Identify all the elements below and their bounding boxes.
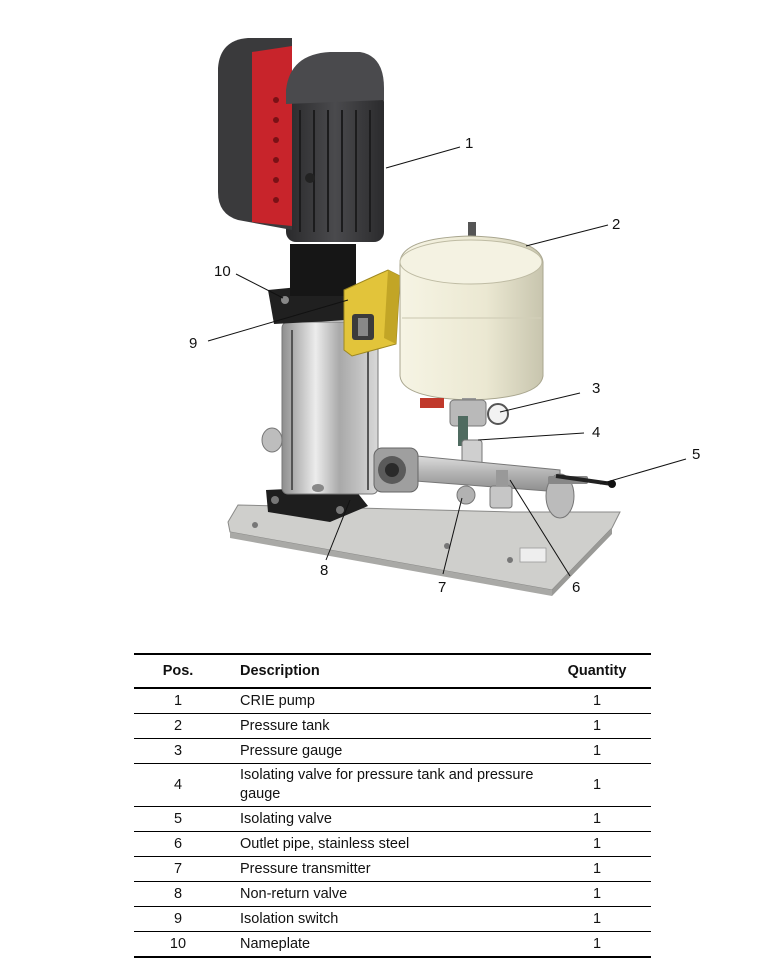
column-header-pos: Pos. xyxy=(162,663,194,679)
row-pos: 3 xyxy=(173,742,183,759)
row-description: Isolating valve xyxy=(240,810,332,827)
base-plate xyxy=(227,504,621,596)
table-header-row: Pos. Description Quantity xyxy=(134,654,651,688)
row-description: CRIE pump xyxy=(240,692,315,709)
callout-label: 8 xyxy=(320,562,328,579)
row-quantity: 1 xyxy=(592,692,602,709)
row-pos: 1 xyxy=(173,692,183,709)
callout-numbers: 1 2 3 4 5 6 7 8 9 10 xyxy=(189,135,700,596)
row-description: Isolating valve for pressure tank and pr… xyxy=(240,767,534,802)
row-quantity: 1 xyxy=(592,810,602,827)
pump-sleeve xyxy=(261,321,379,495)
row-pos: 9 xyxy=(173,910,183,927)
callout-label: 5 xyxy=(692,446,700,463)
table-row: 3 Pressure gauge 1 xyxy=(134,739,651,764)
row-pos: 6 xyxy=(173,835,183,852)
pump-head xyxy=(268,244,364,324)
row-description: Pressure tank xyxy=(240,717,330,734)
outlet-pipe xyxy=(373,447,616,519)
row-description: Non-return valve xyxy=(240,885,348,902)
callout-label: 6 xyxy=(572,579,580,596)
row-description: Nameplate xyxy=(240,935,311,952)
row-pos: 4 xyxy=(173,776,183,793)
callout-label: 1 xyxy=(465,135,473,152)
table-row: 2 Pressure tank 1 xyxy=(134,714,651,739)
table-row: 5 Isolating valve 1 xyxy=(134,807,651,832)
row-quantity: 1 xyxy=(592,835,602,852)
isolation-switch xyxy=(343,269,401,357)
table-body: 1 CRIE pump 1 2 Pressure tank 1 3 Pressure gaug… xyxy=(134,688,651,957)
callout-label: 7 xyxy=(438,579,446,596)
table-row: 6 Outlet pipe, stainless steel 1 xyxy=(134,832,651,857)
row-description: Outlet pipe, stainless steel xyxy=(240,835,410,852)
pump-assembly-figure: 1 2 3 4 5 6 7 8 9 10 xyxy=(189,38,700,596)
callout-label: 10 xyxy=(214,263,231,280)
callout-label: 2 xyxy=(612,216,620,233)
table-row: 1 CRIE pump 1 xyxy=(134,688,651,714)
callout-label: 9 xyxy=(189,335,197,352)
row-quantity: 1 xyxy=(592,742,602,759)
row-pos: 10 xyxy=(169,935,187,952)
row-quantity: 1 xyxy=(592,717,602,734)
table-row: 10 Nameplate 1 xyxy=(134,932,651,957)
row-quantity: 1 xyxy=(592,885,602,902)
row-quantity: 1 xyxy=(592,860,602,877)
row-description: Isolation switch xyxy=(240,910,339,927)
row-pos: 7 xyxy=(173,860,183,877)
pump-foot xyxy=(266,486,368,522)
table-row: 9 Isolation switch 1 xyxy=(134,907,651,932)
table-row: 8 Non-return valve 1 xyxy=(134,882,651,907)
row-pos: 2 xyxy=(173,717,183,734)
row-quantity: 1 xyxy=(592,935,602,952)
pressure-tank xyxy=(399,222,544,414)
row-pos: 8 xyxy=(173,885,183,902)
callout-label: 4 xyxy=(592,424,600,441)
pump-assembly-drawing: 1 2 3 4 5 6 7 8 9 10 xyxy=(189,38,700,596)
row-description: Pressure transmitter xyxy=(240,860,371,877)
table-row: 4 Isolating valve for pressure tank and p… xyxy=(134,764,651,807)
row-quantity: 1 xyxy=(592,910,602,927)
callout-lines xyxy=(207,146,687,577)
callout-label: 3 xyxy=(592,380,600,397)
row-quantity: 1 xyxy=(592,776,602,793)
column-header-description: Description xyxy=(240,663,320,679)
motor xyxy=(218,38,384,242)
table-row: 7 Pressure transmitter 1 xyxy=(134,857,651,882)
row-pos: 5 xyxy=(173,810,183,827)
column-header-quantity: Quantity xyxy=(567,663,627,679)
row-description: Pressure gauge xyxy=(240,742,343,759)
